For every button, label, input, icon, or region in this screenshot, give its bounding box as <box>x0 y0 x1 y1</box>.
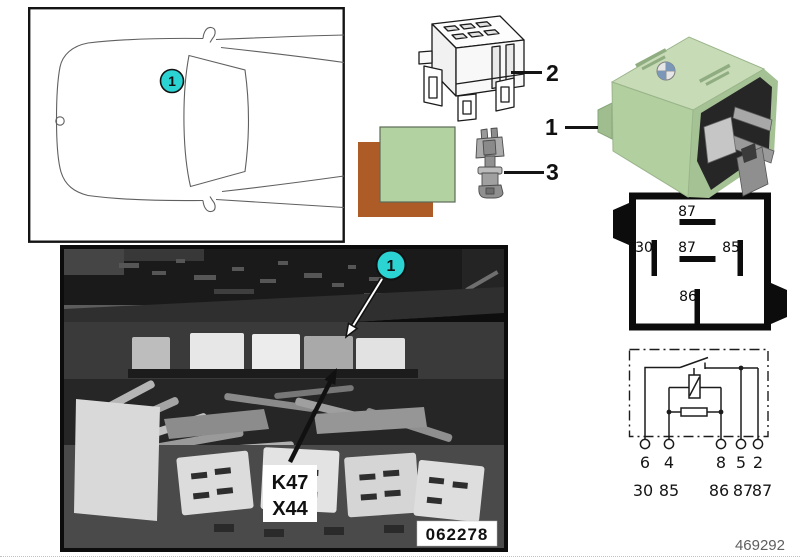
pin-30-bar <box>651 240 657 276</box>
callout-arrow <box>344 277 385 339</box>
pin-87-top-bar <box>679 219 716 225</box>
relay-location-label: K47 X44 <box>263 465 317 522</box>
relay-code: K47 <box>272 472 309 494</box>
callout-number: 1 <box>168 73 176 89</box>
pin-86-bar <box>694 289 700 324</box>
document-number: 469292 <box>734 537 785 554</box>
pin-name-85: 85 <box>659 481 679 500</box>
target-relay <box>304 336 353 375</box>
relay-front-face <box>611 81 694 198</box>
pin-85-label: 85 <box>722 240 740 256</box>
image-number: 062278 <box>426 525 489 544</box>
image-number-label: 062278 <box>416 520 498 547</box>
relay-blades <box>703 106 775 197</box>
pin-name-30: 30 <box>633 481 653 500</box>
part-label-3[interactable]: 3 <box>546 159 559 185</box>
car-callout-1[interactable]: 1 <box>159 68 185 94</box>
relay-pointer-arrow <box>287 368 337 464</box>
location-photo-canvas: 1 K47 X44 062278 <box>64 249 504 548</box>
terminal-5: 5 <box>736 453 746 472</box>
location-photo: 1 K47 X44 062278 <box>60 245 508 552</box>
pin-85-bar <box>737 240 743 276</box>
pin-86-label: 86 <box>679 289 697 305</box>
resistor <box>680 407 708 417</box>
car-top-view-inset: 1 <box>28 7 345 243</box>
relay-socket-face <box>697 77 772 190</box>
part-label-2[interactable]: 2 <box>546 60 559 86</box>
callout-circle[interactable] <box>159 68 185 94</box>
socket-code: X44 <box>272 498 308 520</box>
color-swatches <box>358 126 456 217</box>
relay-markings-2 <box>698 63 731 86</box>
pin-name-row: 30 85 86 87 87 <box>633 481 772 500</box>
callout-circle[interactable] <box>375 249 407 281</box>
terminal-6: 6 <box>640 453 650 472</box>
schematic-border <box>628 348 769 438</box>
terminal-circles <box>639 438 764 450</box>
relay-markings <box>635 48 667 71</box>
terminal-2: 2 <box>753 453 763 472</box>
terminal-numbers: 6 4 8 5 2 <box>640 453 763 472</box>
junction-dots <box>666 365 744 415</box>
socket-body <box>418 15 525 122</box>
bottom-divider <box>0 556 800 557</box>
relay-side-tab <box>597 102 613 140</box>
leader-line-1 <box>565 126 598 129</box>
terminal-pin-drawing <box>475 127 505 199</box>
pin-name-87b: 87 <box>752 481 772 500</box>
coil <box>688 374 701 399</box>
windshield <box>183 54 249 188</box>
part-label-1[interactable]: 1 <box>545 114 558 140</box>
car-inset-border <box>28 7 345 243</box>
callout-number: 1 <box>387 258 396 275</box>
pin-diagram-left-tab <box>613 203 629 245</box>
leader-line-3 <box>504 171 544 174</box>
pin-87-center-bar <box>679 256 716 262</box>
right-mirror <box>202 196 216 213</box>
pin-name-86: 86 <box>709 481 729 500</box>
pin-diagram-pins: 87 30 87 85 86 <box>635 204 743 324</box>
pin-87-top-label: 87 <box>678 204 696 220</box>
terminal-8: 8 <box>716 453 726 472</box>
relay-photo <box>597 36 778 198</box>
green-swatch <box>379 126 456 203</box>
relay-row <box>128 333 418 378</box>
brand-roundel-icon <box>656 61 676 81</box>
pin-diagram-right-tab <box>771 283 787 324</box>
relay-schematic: 6 4 8 5 2 30 85 86 87 87 <box>628 348 772 500</box>
pin-30-label: 30 <box>635 240 653 256</box>
left-mirror <box>202 26 216 43</box>
wire-30 <box>644 366 680 440</box>
switch-blade <box>679 356 709 369</box>
photo-callout-1[interactable]: 1 <box>375 249 407 281</box>
hood-emblem <box>55 116 65 126</box>
relay-socket-drawing <box>418 15 525 122</box>
relay-pin-diagram: 87 30 87 85 86 <box>613 192 787 331</box>
terminal-pin-body <box>475 127 505 199</box>
car-outline <box>55 26 345 213</box>
terminal-4: 4 <box>664 453 674 472</box>
leader-line-2 <box>511 71 542 74</box>
pin-87-center-label: 87 <box>678 240 696 256</box>
pin-name-87a: 87 <box>733 481 753 500</box>
